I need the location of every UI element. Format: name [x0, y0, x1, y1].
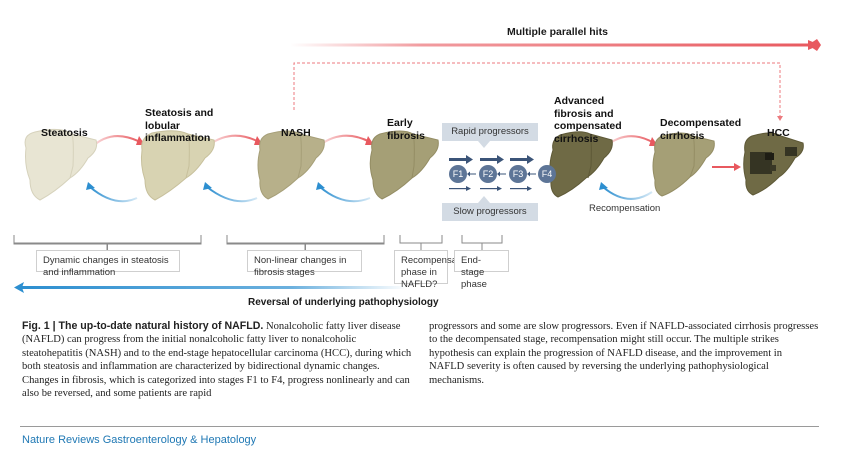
- stage-label-steatosis-inflammation: Steatosis and lobular inflammation: [145, 107, 214, 144]
- caption-column-1: Fig. 1 | The up-to-date natural history …: [22, 320, 417, 400]
- liver-steatosis-inflammation: [140, 130, 215, 201]
- slow-arrows: [449, 186, 532, 191]
- footer-divider: [20, 426, 819, 427]
- liver-advanced-fibrosis: [549, 131, 613, 198]
- phase-box-fibrosis: Non-linear changes in fibrosis stages: [247, 250, 362, 278]
- rapid-progressors-label: Rapid progressors: [451, 126, 529, 137]
- phase-label: End-stage phase: [461, 255, 487, 290]
- stage-label-nash: NASH: [281, 127, 311, 139]
- rapid-arrows: [449, 155, 534, 164]
- journal-name: Nature Reviews Gastroenterology & Hepato…: [22, 434, 257, 446]
- reversal-label: Reversal of underlying pathophysiology: [248, 297, 439, 308]
- stage-label-decompensated-cirrhosis: Decompensated cirrhosis: [660, 117, 742, 142]
- slow-box-pointer: [478, 196, 490, 203]
- rapid-progressors-box: Rapid progressors: [442, 123, 538, 141]
- liver-steatosis: [24, 128, 98, 201]
- liver-early-fibrosis: [369, 130, 439, 200]
- recompensation-label: Recompensation: [589, 203, 661, 214]
- fibrosis-label: F4: [541, 169, 553, 179]
- slow-progressors-box: Slow progressors: [442, 203, 538, 221]
- regression-arrows: [467, 171, 536, 177]
- fibrosis-circle-f4: F4: [538, 165, 556, 183]
- phase-box-dynamic: Dynamic changes in steatosis and inflamm…: [36, 250, 180, 278]
- fibrosis-label: F3: [512, 169, 524, 179]
- multiple-hits-label: Multiple parallel hits: [507, 26, 608, 38]
- dashed-connector: [293, 62, 783, 121]
- liver-hcc: [743, 132, 804, 196]
- caption-text-2: progressors and some are slow progressor…: [429, 321, 819, 386]
- stage-label-steatosis: Steatosis: [41, 127, 88, 139]
- caption-text-1: Nonalcoholic fatty liver disease (NAFLD)…: [22, 321, 412, 400]
- phase-label: Recompensation phase in NAFLD?: [401, 255, 473, 290]
- liver-nash: [257, 130, 325, 200]
- fibrosis-label: F1: [452, 169, 464, 179]
- slow-progressors-label: Slow progressors: [453, 206, 527, 217]
- caption-title: Fig. 1 | The up-to-date natural history …: [22, 320, 264, 332]
- fibrosis-label: F2: [482, 169, 494, 179]
- phase-label: Non-linear changes in fibrosis stages: [254, 255, 347, 278]
- phase-box-recompensation: Recompensation phase in NAFLD?: [394, 250, 472, 290]
- multiple-hits-arrow: [290, 39, 821, 51]
- stage-label-advanced-fibrosis: Advanced fibrosis and compensated cirrho…: [554, 95, 622, 145]
- fibrosis-circle-f2: F2: [479, 165, 497, 183]
- stage-label-early-fibrosis: Early fibrosis: [387, 117, 425, 142]
- fibrosis-circle-f3: F3: [509, 165, 527, 183]
- phase-box-end-stage: End-stage phase: [454, 250, 509, 290]
- fibrosis-circle-f1: F1: [449, 165, 467, 183]
- liver-decompensated-cirrhosis: [652, 132, 715, 197]
- caption-column-2: progressors and some are slow progressor…: [429, 320, 819, 387]
- stage-label-hcc: HCC: [767, 127, 790, 139]
- rapid-box-pointer: [478, 141, 490, 148]
- fibrosis-stage-graph: [449, 155, 536, 191]
- phase-label: Dynamic changes in steatosis and inflamm…: [43, 255, 169, 278]
